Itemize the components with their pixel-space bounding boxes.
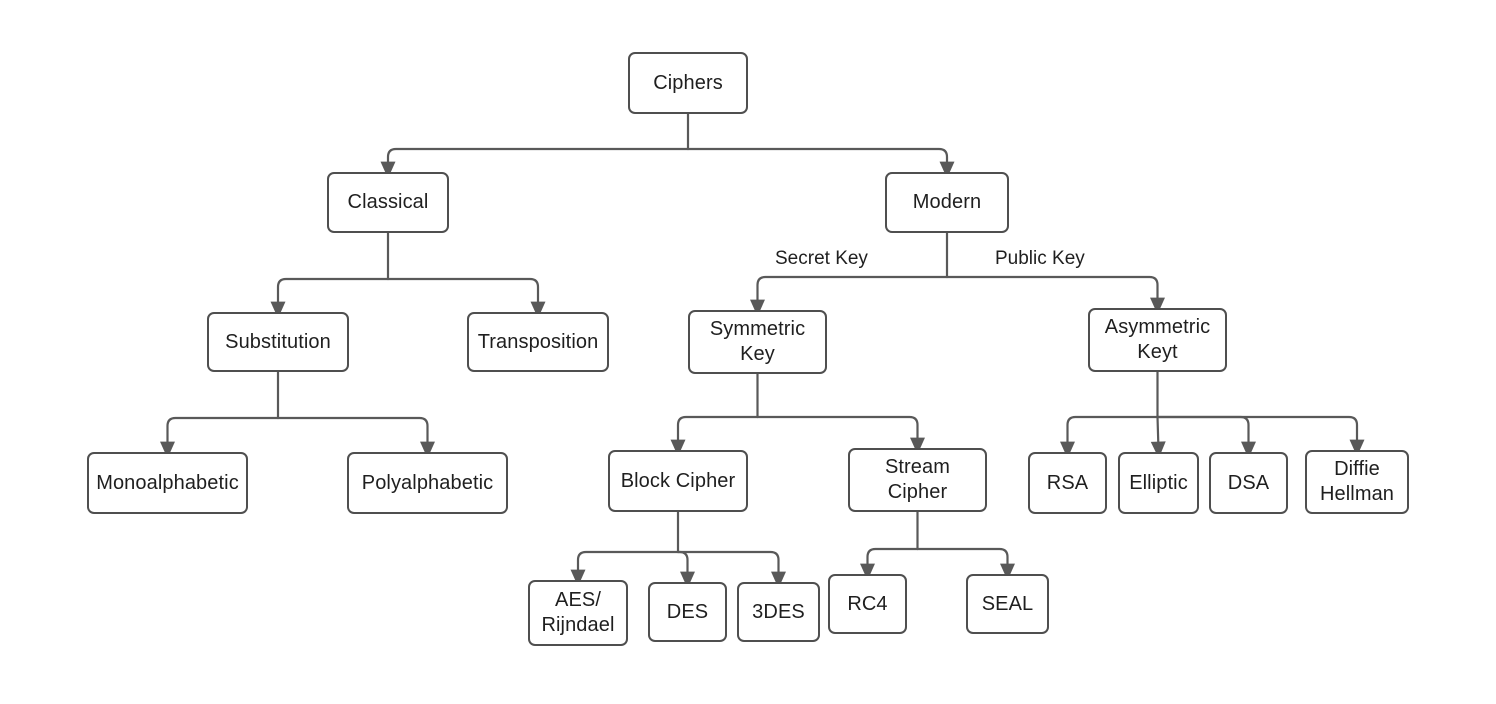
node-des[interactable]: DES xyxy=(648,582,727,642)
edge-ciphers-to-classical xyxy=(380,147,690,179)
node-3des[interactable]: 3DES xyxy=(737,582,820,642)
edge-substitution-to-polyalphabetic xyxy=(276,416,435,459)
public-key-label: Public Key xyxy=(992,248,1088,270)
node-seal[interactable]: SEAL xyxy=(966,574,1049,634)
edge-stream-cipher-to-rc4 xyxy=(860,547,919,581)
edge-modern-to-symmetric-key xyxy=(750,275,949,317)
node-classical[interactable]: Classical xyxy=(327,172,449,233)
edge-asymmetric-key-to-diffie-hellman xyxy=(1156,415,1365,457)
node-block-cipher[interactable]: Block Cipher xyxy=(608,450,748,512)
node-asymmetric-key[interactable]: Asymmetric Keyt xyxy=(1088,308,1227,372)
node-elliptic[interactable]: Elliptic xyxy=(1118,452,1199,514)
secret-key-label: Secret Key xyxy=(772,248,871,270)
edge-stream-cipher-to-seal xyxy=(916,547,1015,581)
node-modern[interactable]: Modern xyxy=(885,172,1009,233)
edge-asymmetric-key-to-dsa xyxy=(1156,415,1256,459)
edge-symmetric-key-to-block-cipher xyxy=(670,415,759,457)
edge-ciphers-to-modern xyxy=(686,147,955,179)
edge-block-cipher-to-des xyxy=(676,550,695,589)
node-stream-cipher[interactable]: Stream Cipher xyxy=(848,448,987,512)
edge-asymmetric-key-to-rsa xyxy=(1060,415,1159,459)
node-dsa[interactable]: DSA xyxy=(1209,452,1288,514)
edge-classical-to-substitution xyxy=(270,277,390,319)
edge-block-cipher-to-aes-rijndael xyxy=(570,550,680,587)
node-symmetric-key[interactable]: Symmetric Key xyxy=(688,310,827,374)
node-rsa[interactable]: RSA xyxy=(1028,452,1107,514)
edge-substitution-to-monoalphabetic xyxy=(160,416,280,459)
node-substitution[interactable]: Substitution xyxy=(207,312,349,372)
node-ciphers[interactable]: Ciphers xyxy=(628,52,748,114)
node-transposition[interactable]: Transposition xyxy=(467,312,609,372)
edge-block-cipher-to-3des xyxy=(676,550,786,589)
node-monoalphabetic[interactable]: Monoalphabetic xyxy=(87,452,248,514)
node-rc4[interactable]: RC4 xyxy=(828,574,907,634)
node-diffie-hellman[interactable]: Diffie Hellman xyxy=(1305,450,1409,514)
edge-asymmetric-key-to-elliptic xyxy=(1150,415,1166,459)
edge-classical-to-transposition xyxy=(386,277,546,319)
node-polyalphabetic[interactable]: Polyalphabetic xyxy=(347,452,508,514)
node-aes-rijndael[interactable]: AES/ Rijndael xyxy=(528,580,628,646)
edge-symmetric-key-to-stream-cipher xyxy=(756,415,925,455)
edge-modern-to-asymmetric-key xyxy=(945,275,1165,315)
